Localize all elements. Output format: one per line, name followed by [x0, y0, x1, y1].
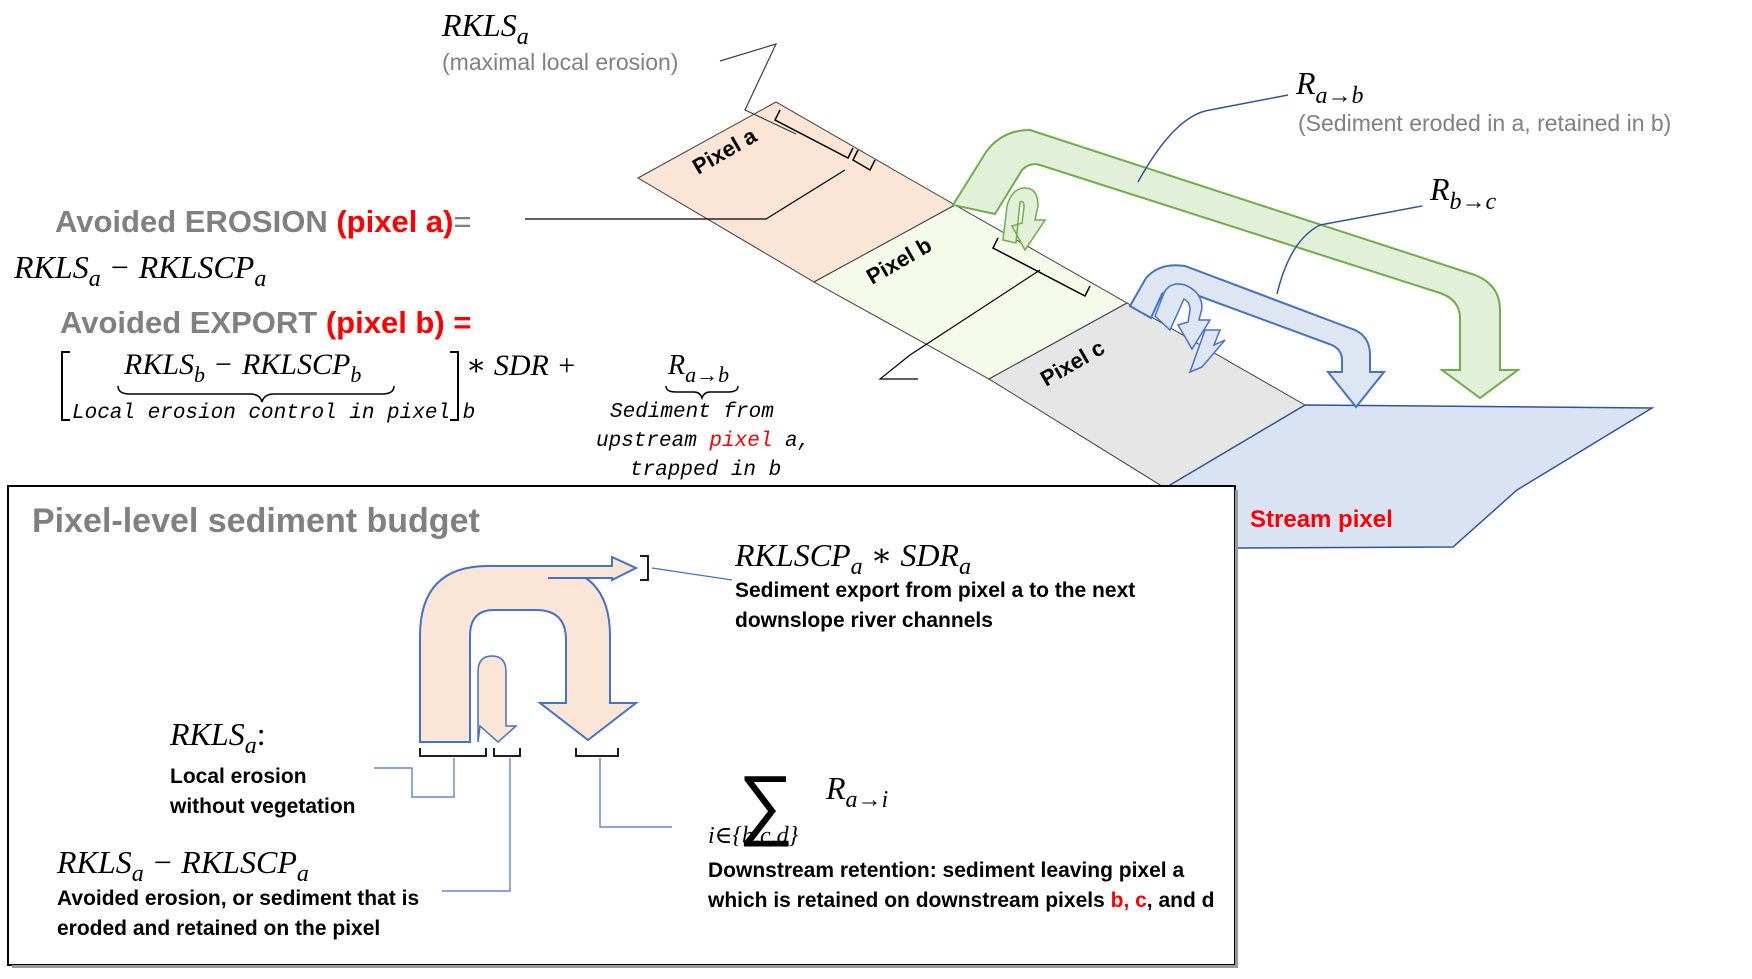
avoided-export-formula: RKLSb−RKLSCPb Local erosion control in p…	[61, 348, 810, 482]
svg-text:RKLSb−RKLSCPb: RKLSb−RKLSCPb	[123, 348, 361, 387]
sum-term: Ra→i	[825, 770, 888, 813]
avoided-erosion-formula: RKLSa−RKLSCPa	[13, 249, 266, 292]
local-erosion-desc-1: Local erosion	[170, 765, 307, 788]
retention-desc-2: which is retained on downstream pixels b…	[707, 889, 1214, 912]
rkls-a-top: RKLSa	[441, 7, 529, 50]
avoided-export-heading: Avoided EXPORT (pixel b) =	[60, 305, 471, 340]
tile-brackets	[773, 109, 1091, 298]
avoided-erosion-heading: Avoided EROSION (pixel a)=	[55, 204, 472, 239]
budget-box-shadow	[1235, 490, 1238, 968]
r-ab-top: Ra→b	[1295, 65, 1364, 109]
r-ab-top-note: (Sediment eroded in a, retained in b)	[1298, 110, 1671, 136]
avoided-erosion-desc-2: eroded and retained on the pixel	[57, 917, 380, 940]
stream-pixel-label: Stream pixel	[1250, 506, 1393, 533]
svg-text:∗ SDR +: ∗ SDR +	[466, 349, 577, 382]
avoided-erosion-budget-formula: RKLSa − RKLSCPa	[56, 844, 309, 887]
sum-symbol: ∑	[738, 759, 794, 847]
export-desc-1: Sediment export from pixel a to the next	[735, 579, 1135, 602]
local-erosion-desc-2: without vegetation	[169, 795, 356, 818]
sum-subscript: i∈{b,c,d}	[708, 823, 799, 849]
svg-text:Ra→b: Ra→b	[667, 350, 729, 387]
local-erosion-formula: RKLSa:	[169, 716, 266, 759]
svg-text:trapped in b: trapped in b	[630, 459, 781, 482]
pixel-strip	[636, 101, 1655, 549]
svg-text:Sediment from: Sediment from	[610, 401, 774, 424]
rkls-a-top-note: (maximal local erosion)	[442, 49, 678, 75]
arrow-b-to-c	[1128, 264, 1387, 409]
top-leaders	[525, 43, 1423, 380]
r-bc-top: Rb→c	[1429, 171, 1497, 215]
retention-desc-1: Downstream retention: sediment leaving p…	[708, 859, 1184, 882]
budget-box-shadow-bottom	[12, 965, 1238, 968]
arrow-a-to-b	[951, 128, 1522, 400]
avoided-erosion-desc-1: Avoided erosion, or sediment that is	[57, 887, 419, 910]
budget-title: Pixel-level sediment budget	[32, 502, 480, 540]
svg-text:Local erosion control in pixel: Local erosion control in pixel b	[72, 402, 475, 425]
export-formula: RKLSCPa ∗ SDRa	[734, 537, 971, 580]
budget-leaders	[374, 567, 733, 892]
export-desc-2: downslope river channels	[735, 609, 993, 632]
budget-arrow	[419, 555, 639, 744]
budget-brackets	[419, 555, 649, 757]
svg-text:upstream pixel a,: upstream pixel a,	[596, 430, 810, 453]
